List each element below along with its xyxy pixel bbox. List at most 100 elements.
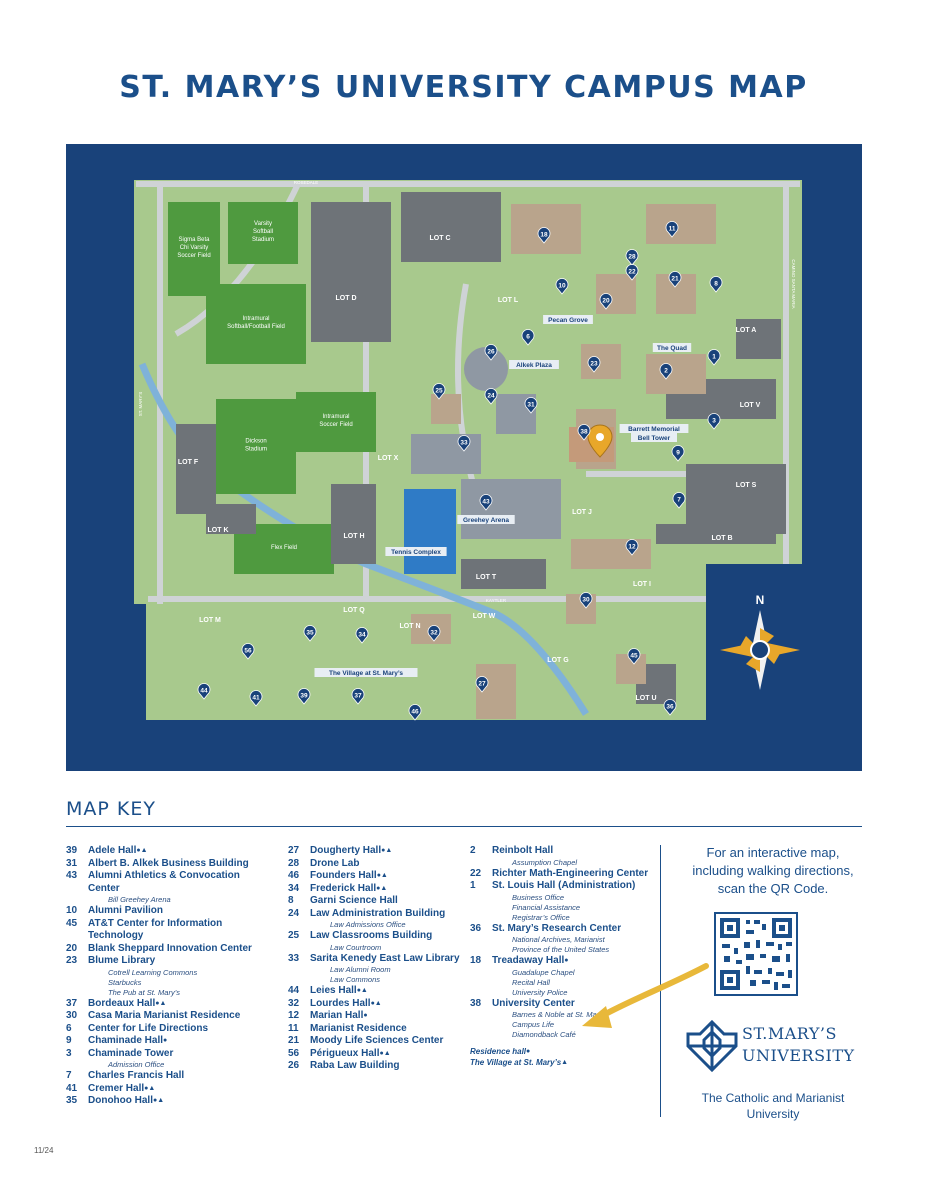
building-marker-number[interactable]: 3 — [712, 418, 716, 425]
building-marker-icon[interactable]: 31 — [524, 397, 538, 414]
building-marker-icon[interactable]: 45 — [627, 648, 641, 665]
building-marker-icon[interactable]: 7 — [672, 492, 686, 509]
lot-label[interactable]: LOT A — [736, 327, 757, 334]
building-marker-icon[interactable]: 6 — [521, 329, 535, 346]
marker-shape — [577, 424, 591, 441]
lot-label[interactable]: LOT G — [547, 657, 569, 664]
building-marker-icon[interactable]: 38 — [577, 424, 591, 441]
lot-label[interactable]: LOT L — [498, 297, 519, 304]
building-marker-number[interactable]: 1 — [712, 354, 716, 361]
building-marker-number[interactable]: 32 — [430, 630, 438, 637]
building-marker-icon[interactable]: 3 — [707, 413, 721, 430]
building-marker-icon[interactable]: 41 — [249, 690, 263, 707]
lot-label[interactable]: LOT Q — [343, 607, 365, 614]
building-marker-icon[interactable]: 24 — [484, 388, 498, 405]
building-marker-number[interactable]: 24 — [487, 393, 495, 400]
building-marker-icon[interactable]: 1 — [707, 349, 721, 366]
lot-label[interactable]: LOT T — [476, 574, 497, 581]
building-marker-number[interactable]: 37 — [354, 693, 362, 700]
lot-label[interactable]: LOT U — [636, 695, 657, 702]
building-marker-number[interactable]: 30 — [582, 597, 590, 604]
lot-label[interactable]: LOT W — [473, 613, 496, 620]
lot-label[interactable]: LOT N — [400, 623, 421, 630]
building-marker-icon[interactable]: 25 — [432, 383, 446, 400]
lot-label[interactable]: LOT D — [336, 295, 357, 302]
field-label: Soccer Field — [319, 422, 352, 428]
building-marker-icon[interactable]: 26 — [484, 344, 498, 361]
building-marker-icon[interactable]: 33 — [457, 435, 471, 452]
building-marker-icon[interactable]: 30 — [579, 592, 593, 609]
building-marker-icon[interactable]: 22 — [625, 264, 639, 281]
building-marker-number[interactable]: 22 — [628, 269, 636, 276]
lot-label[interactable]: LOT X — [378, 455, 399, 462]
building-marker-icon[interactable]: 36 — [663, 699, 677, 716]
building-marker-number[interactable]: 36 — [666, 704, 674, 711]
building-marker-number[interactable]: 45 — [630, 653, 638, 660]
building-marker-number[interactable]: 27 — [478, 681, 486, 688]
lot-label[interactable]: LOT F — [178, 459, 199, 466]
building-marker-icon[interactable]: 35 — [303, 625, 317, 642]
building-marker-number[interactable]: 11 — [669, 226, 676, 233]
building-marker-number[interactable]: 31 — [527, 402, 535, 409]
key-item-sub: Financial Assistance — [512, 902, 581, 912]
building-marker-icon[interactable]: 2 — [659, 363, 673, 380]
building-marker-number[interactable]: 6 — [526, 334, 530, 341]
building-marker-icon[interactable]: 11 — [665, 221, 679, 238]
building-marker-icon[interactable]: 21 — [668, 271, 682, 288]
building-marker-number[interactable]: 28 — [628, 254, 636, 261]
building-marker-icon[interactable]: 32 — [427, 625, 441, 642]
building-marker-number[interactable]: 43 — [482, 499, 490, 506]
building-marker-icon[interactable]: 56 — [241, 643, 255, 660]
building-marker-icon[interactable]: 43 — [479, 494, 493, 511]
building-marker-number[interactable]: 20 — [602, 298, 610, 305]
building-marker-icon[interactable]: 18 — [537, 227, 551, 244]
building-marker-number[interactable]: 10 — [558, 283, 566, 290]
building-marker-number[interactable]: 8 — [714, 281, 718, 288]
building-marker-icon[interactable]: 12 — [625, 539, 639, 556]
building-marker-number[interactable]: 21 — [671, 276, 679, 283]
lot-label[interactable]: LOT J — [572, 509, 592, 516]
building-marker-number[interactable]: 34 — [358, 632, 366, 639]
building-marker-number[interactable]: 38 — [580, 429, 588, 436]
building-marker-number[interactable]: 9 — [676, 450, 680, 457]
building-marker-number[interactable]: 44 — [200, 688, 208, 695]
lot-label[interactable]: LOT M — [199, 617, 221, 624]
lot-label[interactable]: LOT S — [736, 482, 757, 489]
lot-label[interactable]: LOT B — [712, 535, 733, 542]
building-marker-number[interactable]: 23 — [590, 361, 598, 368]
building-marker-number[interactable]: 18 — [540, 232, 548, 239]
building-marker-icon[interactable]: 44 — [197, 683, 211, 700]
building-marker-icon[interactable]: 28 — [625, 249, 639, 266]
building-marker-icon[interactable]: 34 — [355, 627, 369, 644]
lot-label[interactable]: LOT C — [430, 235, 451, 242]
building-marker-number[interactable]: 2 — [664, 368, 668, 375]
building-marker-icon[interactable]: 46 — [408, 704, 422, 721]
building-marker-number[interactable]: 7 — [677, 497, 681, 504]
lot-label[interactable]: LOT V — [740, 402, 761, 409]
building-marker-icon[interactable]: 23 — [587, 356, 601, 373]
qr-code-icon[interactable] — [714, 912, 798, 996]
building-marker-number[interactable]: 35 — [306, 630, 314, 637]
lot-label[interactable]: LOT H — [344, 533, 365, 540]
lot-label[interactable]: LOT I — [633, 581, 651, 588]
building-marker-number[interactable]: 12 — [628, 544, 636, 551]
building-marker-number[interactable]: 25 — [435, 388, 443, 395]
building-marker-number[interactable]: 26 — [487, 349, 495, 356]
building-marker-icon[interactable]: 39 — [297, 688, 311, 705]
building-marker-number[interactable]: 33 — [460, 440, 468, 447]
building-marker-icon[interactable]: 20 — [599, 293, 613, 310]
building-marker-icon[interactable]: 37 — [351, 688, 365, 705]
key-item-name: St. Louis Hall (Administration) — [492, 880, 636, 891]
building-marker-number[interactable]: 46 — [411, 709, 419, 716]
lot-label[interactable]: LOT K — [208, 527, 229, 534]
building-marker-number[interactable]: 41 — [252, 695, 260, 702]
building-marker-icon[interactable]: 9 — [671, 445, 685, 462]
building-marker-number[interactable]: 56 — [244, 648, 252, 655]
building-marker-icon[interactable]: 10 — [555, 278, 569, 295]
building-marker-icon[interactable]: 8 — [709, 276, 723, 293]
building-marker-number[interactable]: 39 — [300, 693, 308, 700]
building-marker-icon[interactable]: 27 — [475, 676, 489, 693]
